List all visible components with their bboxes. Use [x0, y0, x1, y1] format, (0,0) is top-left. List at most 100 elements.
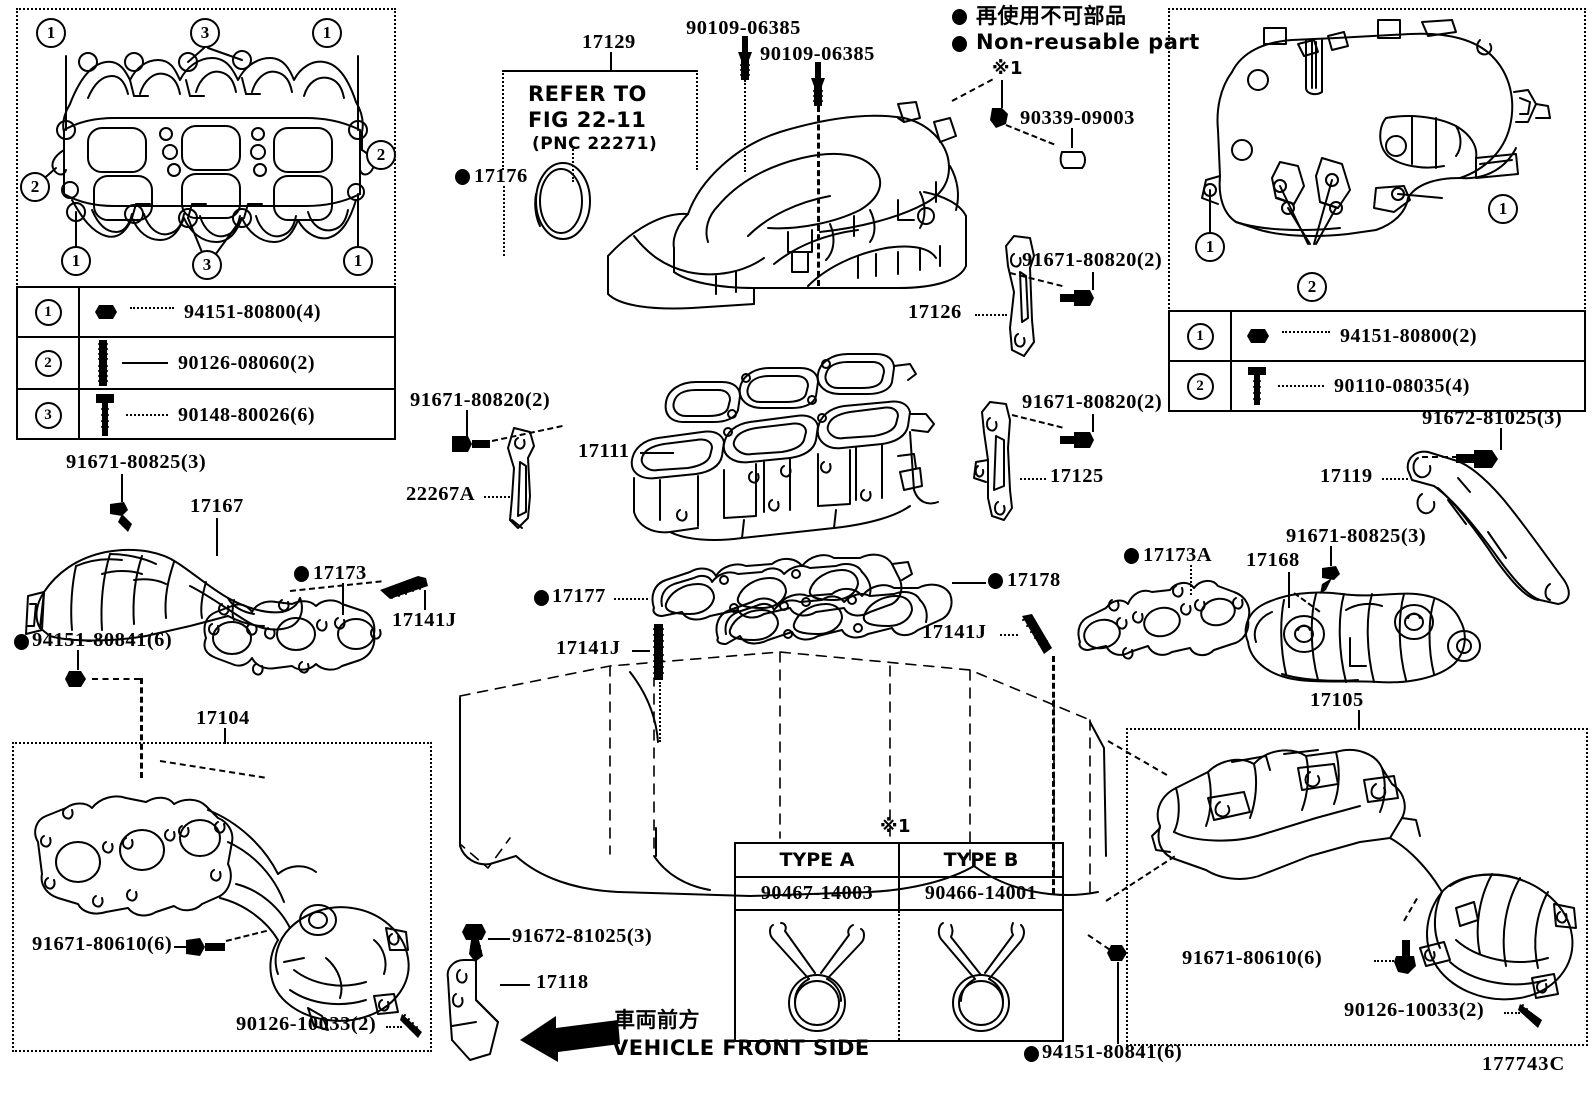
bolt-91672-81025-bottom-icon — [462, 924, 486, 962]
callout-3-bottom: 3 — [192, 250, 222, 280]
label-91671-80820-mid: 91671-80820(2) — [1022, 391, 1163, 413]
type-a-clamp-cell — [736, 911, 900, 1040]
clip-90339-icon — [990, 108, 1008, 128]
bottom-right-panel-frame — [1126, 728, 1588, 1046]
legend-number-cell: 2 — [1170, 362, 1232, 410]
flange-bolt-icon — [1248, 367, 1266, 405]
legend-row: 2 90126-08060(2) — [18, 338, 394, 390]
hose-clamp-type-b-icon — [937, 922, 1025, 1032]
bolt-90109-b — [811, 62, 825, 106]
label-17125: 17125 — [1050, 465, 1104, 487]
leader-bolt-90109-b — [817, 106, 820, 286]
engine-block-outline — [459, 651, 1107, 897]
stud-17141J-b-icon — [653, 624, 664, 680]
nut-icon — [1247, 329, 1269, 343]
legend-part-number: 90148-80026(6) — [178, 403, 315, 426]
label-22267A: 22267A — [406, 483, 476, 505]
bolt-91671-80825-right-icon — [1320, 566, 1340, 594]
legend-circle-1: 1 — [1186, 322, 1214, 350]
leader-91671-80820-upper — [1092, 272, 1094, 290]
leader-91671-80825-left — [121, 474, 123, 502]
flange-bolt-icon — [96, 394, 114, 436]
front-note-jp: 車両前方 — [614, 1008, 700, 1032]
stud-17141J-left-icon — [380, 576, 428, 599]
label-91671-80825-right: 91671-80825(3) — [1286, 525, 1427, 547]
type-b-header: TYPE B — [943, 849, 1019, 871]
leader-22267A — [484, 496, 510, 498]
bolt-91671-80825-left — [110, 502, 132, 532]
grommet-90339 — [1059, 151, 1086, 169]
nonreusable-note-jp: 再使用不可部品 — [976, 4, 1127, 28]
exhaust-manifold-17105-drawing — [1151, 749, 1577, 1001]
legend-part-number: 90126-08060(2) — [178, 351, 315, 374]
label-91671-80610-left: 91671-80610(6) — [32, 933, 173, 955]
exhaust-gasket-17173A-drawing — [1077, 580, 1251, 660]
type-a-part-number: 90467-14003 — [736, 878, 900, 909]
callout-3-top: 3 — [190, 18, 220, 48]
type-b-part-number: 90466-14001 — [924, 882, 1038, 904]
label-17105-mid: 17105 — [1310, 689, 1364, 711]
label-90109-06385-a: 90109-06385 — [686, 17, 801, 39]
label-17104-title: 17104 — [196, 707, 250, 729]
label-90126-10033-left: 90126-10033(2) — [236, 1013, 377, 1035]
nut-94151-80841-bottom-icon — [1107, 945, 1127, 961]
leader-17119 — [1382, 478, 1408, 480]
label-17177: 17177 — [552, 585, 606, 607]
leader-refer-to-seal — [572, 146, 574, 182]
bolt-90109-a — [738, 36, 752, 80]
intake-manifold-17111-drawing — [630, 400, 939, 541]
callout-1-right-panel-b: 1 — [1488, 194, 1518, 224]
leader-nut-to-17104 — [92, 678, 140, 680]
callout-2-right-panel: 2 — [1297, 272, 1327, 302]
label-17118: 17118 — [536, 971, 589, 993]
label-90339-09003: 90339-09003 — [1020, 107, 1135, 129]
refer-to-line3: (PNC 22271) — [532, 134, 658, 154]
label-91671-80610-right: 91671-80610(6) — [1182, 947, 1323, 969]
label-91672-81025-right: 91672-81025(3) — [1422, 407, 1563, 429]
leader-asterisk-top — [1001, 80, 1003, 108]
legend-part-number: 94151-80800(4) — [184, 300, 321, 323]
leader-91671-80820-mid — [1092, 414, 1094, 432]
leader-91672-81025-right-dash — [1422, 456, 1458, 458]
top-right-legend-table: 1 94151-80800(2) 2 — [1168, 310, 1586, 412]
nonreusable-dot-jp — [952, 9, 967, 25]
bolt-91671-80820-upper — [1060, 290, 1094, 306]
exhaust-gasket-17173-drawing — [203, 599, 382, 676]
leader-90126-10033-left — [386, 1026, 402, 1028]
leader-17168 — [1288, 572, 1290, 608]
bracket-17119-drawing — [1406, 450, 1570, 605]
gasket-17178-drawing — [715, 583, 953, 645]
nonreusable-dot-94151-80841-bottom — [1024, 1046, 1039, 1062]
leader-17129 — [610, 52, 612, 70]
leader-bolt-90109-a — [744, 80, 746, 172]
leader-17125 — [1020, 478, 1046, 480]
heat-insulator-17168-drawing — [1244, 591, 1481, 684]
leader-17105-title — [1358, 710, 1360, 728]
leader-91671-80610-right — [1374, 960, 1394, 962]
leader-90126-10033-right — [1504, 1012, 1520, 1014]
legend-row: 1 94151-80800(2) — [1170, 312, 1584, 362]
label-91671-80820-upper: 91671-80820(2) — [1022, 249, 1163, 271]
label-91671-80820-left: 91671-80820(2) — [410, 389, 551, 411]
refer-to-line2: FIG 22-11 — [528, 108, 647, 132]
leader-91671-80610-left — [174, 946, 186, 948]
leader-17141J-c — [1000, 634, 1018, 636]
leader-17176 — [503, 186, 505, 256]
label-94151-80841-left: 94151-80841(6) — [32, 629, 173, 651]
legend-circle-2: 2 — [34, 349, 62, 377]
label-17129: 17129 — [582, 31, 636, 53]
leader-17177 — [614, 598, 648, 600]
nonreusable-dot-94151-80841-left — [14, 634, 29, 650]
leader-94151-80841-left — [77, 650, 79, 670]
stud-17141J-c-icon — [1022, 614, 1052, 654]
leader-17141J-a — [424, 590, 426, 610]
leader-17173 — [342, 583, 344, 615]
label-17119: 17119 — [1320, 465, 1373, 487]
label-94151-80841-bottom: 94151-80841(6) — [1042, 1041, 1183, 1063]
seal-ring-17176 — [534, 162, 591, 240]
leader-91671-80825-right — [1330, 546, 1332, 566]
top-left-legend-table: 1 94151-80800(4) 2 — [16, 286, 396, 440]
bolt-91671-80820-mid — [1060, 432, 1094, 448]
legend-row: 2 90110-08035(4) — [1170, 362, 1584, 410]
